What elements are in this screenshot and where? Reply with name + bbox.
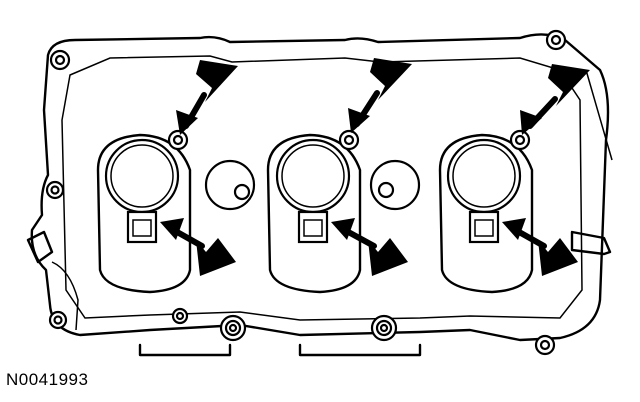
stud-bottom-2 bbox=[370, 314, 398, 342]
arrow-connector-3 bbox=[502, 218, 578, 276]
bolt-left-mid bbox=[45, 180, 65, 200]
bolt-bottom-right bbox=[534, 334, 556, 356]
plug-boss-1 bbox=[204, 159, 256, 211]
bolt-bottom-left bbox=[48, 310, 68, 330]
arrow-connector-1 bbox=[160, 218, 236, 276]
coil-opening-2 bbox=[266, 129, 362, 294]
figure-reference-number: N0041993 bbox=[6, 370, 89, 389]
arrow-bolt-1 bbox=[176, 60, 238, 135]
coil-opening-1 bbox=[96, 129, 192, 294]
arrow-connector-2 bbox=[331, 218, 408, 276]
bolt-bottom-center-left bbox=[171, 307, 189, 325]
arrow-bolt-3 bbox=[520, 64, 590, 135]
stud-bottom-1 bbox=[219, 314, 247, 342]
cover-inner-rim bbox=[61, 55, 583, 321]
coil-opening-3 bbox=[438, 129, 534, 294]
arrow-bolt-2 bbox=[348, 58, 412, 133]
bolt-top-right bbox=[545, 29, 567, 51]
plug-boss-2 bbox=[369, 159, 421, 211]
right-fitting bbox=[570, 230, 612, 256]
bottom-flange bbox=[138, 343, 422, 357]
left-strap bbox=[51, 261, 79, 331]
left-tab bbox=[26, 230, 54, 264]
bolt-top-left bbox=[49, 49, 71, 71]
